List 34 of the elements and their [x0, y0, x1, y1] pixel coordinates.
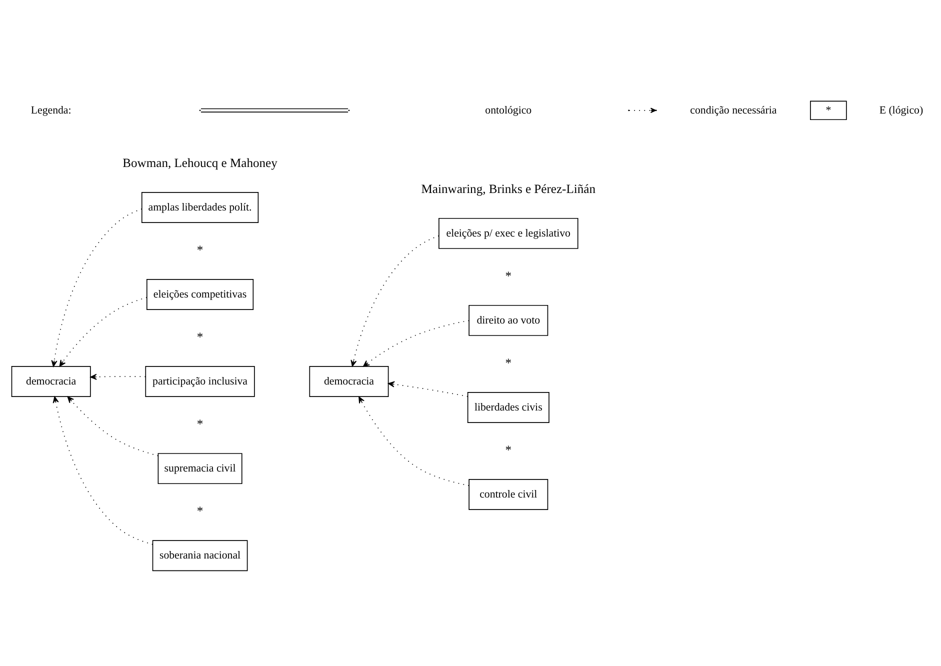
- node-box: liberdades civis: [467, 392, 550, 423]
- label: *: [196, 330, 204, 344]
- legend-label: condição necessária: [690, 104, 777, 116]
- label: *: [196, 504, 204, 518]
- arrow: [362, 320, 470, 367]
- label: *: [505, 268, 512, 283]
- node-box: participação inclusiva: [145, 366, 255, 398]
- legend-label: E (lógico): [879, 104, 924, 116]
- label: Legenda:: [30, 104, 72, 116]
- label: *: [826, 104, 832, 116]
- arrow: [59, 297, 148, 367]
- node-box: eleições p/ exec e legislativo: [438, 218, 578, 249]
- legend-label: ontológico: [485, 104, 532, 116]
- node-box: supremacia civil: [158, 453, 242, 484]
- node-box: soberania nacional: [152, 540, 248, 572]
- node-box: eleições competitivas: [146, 279, 254, 310]
- label: Bowman, Lehoucq e Mahoney: [122, 156, 278, 170]
- node-box: democracia: [11, 366, 91, 398]
- arrow: [388, 381, 468, 397]
- node-box: democracia: [309, 366, 389, 398]
- arrow: [51, 208, 142, 367]
- label: Mainwaring, Brinks e Pérez-Liñán: [421, 182, 596, 196]
- label: *: [196, 242, 204, 257]
- node-box: direito ao voto: [468, 304, 548, 336]
- label: *: [196, 416, 204, 431]
- arrow: [350, 235, 440, 367]
- arrow: [358, 396, 470, 486]
- node-box: controle civil: [468, 479, 548, 510]
- arrow: [67, 396, 159, 456]
- arrow: [90, 374, 146, 380]
- arrow: [52, 396, 154, 545]
- label: *: [505, 356, 512, 370]
- label: *: [505, 442, 512, 457]
- node-box: amplas liberdades polít.: [141, 192, 259, 223]
